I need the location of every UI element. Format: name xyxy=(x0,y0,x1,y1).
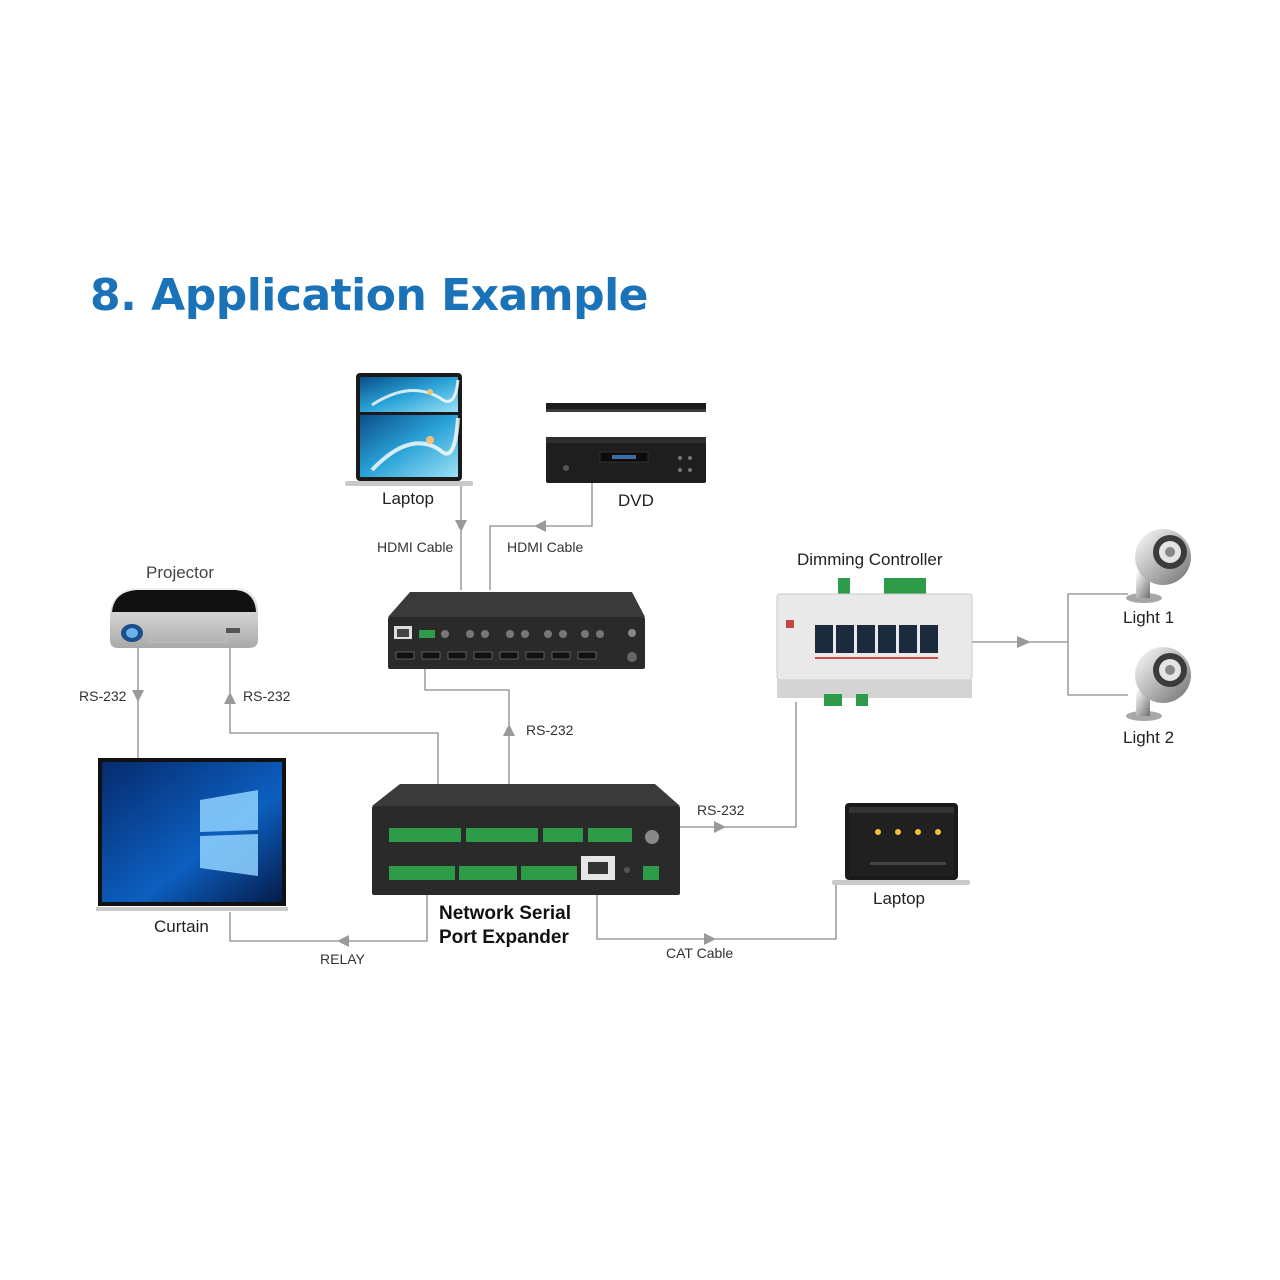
hdmi-laptop-label: HDMI Cable xyxy=(377,539,454,555)
arrow-rs232-matrix xyxy=(503,724,515,736)
arrow-cat xyxy=(704,933,716,945)
dimming-controller-label: Dimming Controller xyxy=(797,550,943,569)
spotlight-2-icon xyxy=(1126,647,1191,721)
projector-icon xyxy=(110,588,258,648)
laptop-right-label: Laptop xyxy=(873,889,925,908)
rs232-matrix-label: RS-232 xyxy=(526,722,574,738)
dimming-controller-icon xyxy=(776,578,973,706)
hdmi-dvd-label: HDMI Cable xyxy=(507,539,584,555)
rs232-projector-right-label: RS-232 xyxy=(243,688,291,704)
light1-branch-line xyxy=(1067,593,1128,696)
monitor-icon xyxy=(96,758,288,911)
laptop-top-label: Laptop xyxy=(382,489,434,508)
laptop-top-icon xyxy=(345,373,473,486)
serial-expander-icon xyxy=(372,784,680,895)
rs232-matrix-line xyxy=(424,668,510,784)
relay-label: RELAY xyxy=(320,951,365,967)
arrow-hdmi-laptop xyxy=(455,520,467,532)
arrowheads xyxy=(132,520,1031,947)
arrow-hdmi-dvd xyxy=(534,520,546,532)
dvd-label: DVD xyxy=(618,491,654,510)
expander-label-line2: Port Expander xyxy=(439,927,569,948)
page-title: 8. Application Example xyxy=(90,270,649,321)
projector-label: Projector xyxy=(146,563,215,582)
light-1-label: Light 1 xyxy=(1123,608,1175,627)
hdmi-dvd-line xyxy=(489,483,593,590)
dvd-player-icon xyxy=(546,403,706,483)
arrow-to-lights xyxy=(1017,636,1031,648)
arrow-relay xyxy=(337,935,349,947)
curtain-label: Curtain xyxy=(154,917,209,936)
rs232-projector-left-label: RS-232 xyxy=(79,688,127,704)
laptop-right-icon xyxy=(832,803,970,885)
rs232-projector-up-line xyxy=(229,648,439,784)
relay-line xyxy=(229,895,428,942)
rs232-dimmer-label: RS-232 xyxy=(697,802,745,818)
arrow-rs232-projector-up xyxy=(224,692,236,704)
arrow-rs232-projector-down xyxy=(132,690,144,702)
light-2-label: Light 2 xyxy=(1123,728,1175,747)
expander-label-line1: Network Serial xyxy=(439,903,571,924)
cat-cable-line xyxy=(596,884,837,940)
spotlight-1-icon xyxy=(1126,529,1191,603)
hdmi-matrix-icon xyxy=(388,592,645,669)
arrow-rs232-dimmer xyxy=(714,821,726,833)
cat-cable-label: CAT Cable xyxy=(666,945,734,961)
